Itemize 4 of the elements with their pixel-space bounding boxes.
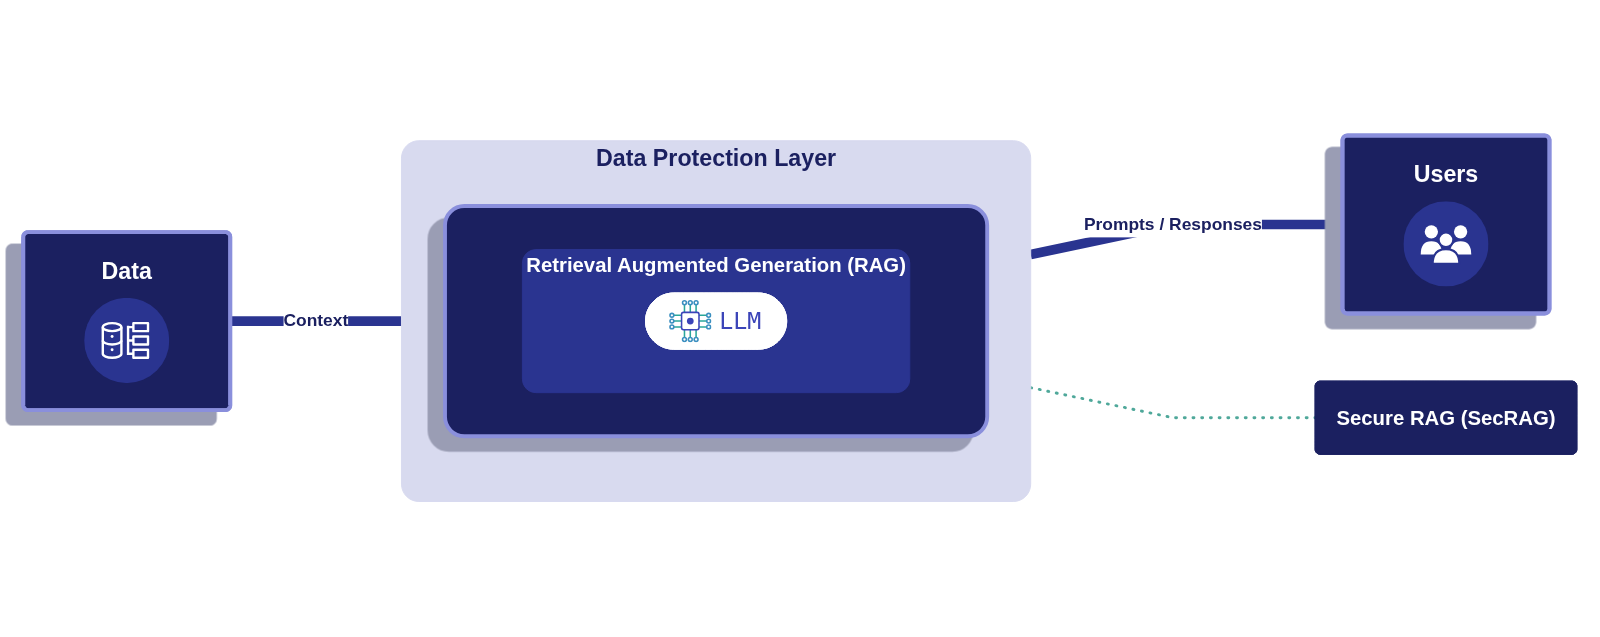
cluster — [443, 204, 990, 439]
connector — [1029, 386, 1317, 420]
edge-label: Context — [283, 310, 349, 331]
edge-label: Prompts / Responses — [1083, 214, 1262, 234]
